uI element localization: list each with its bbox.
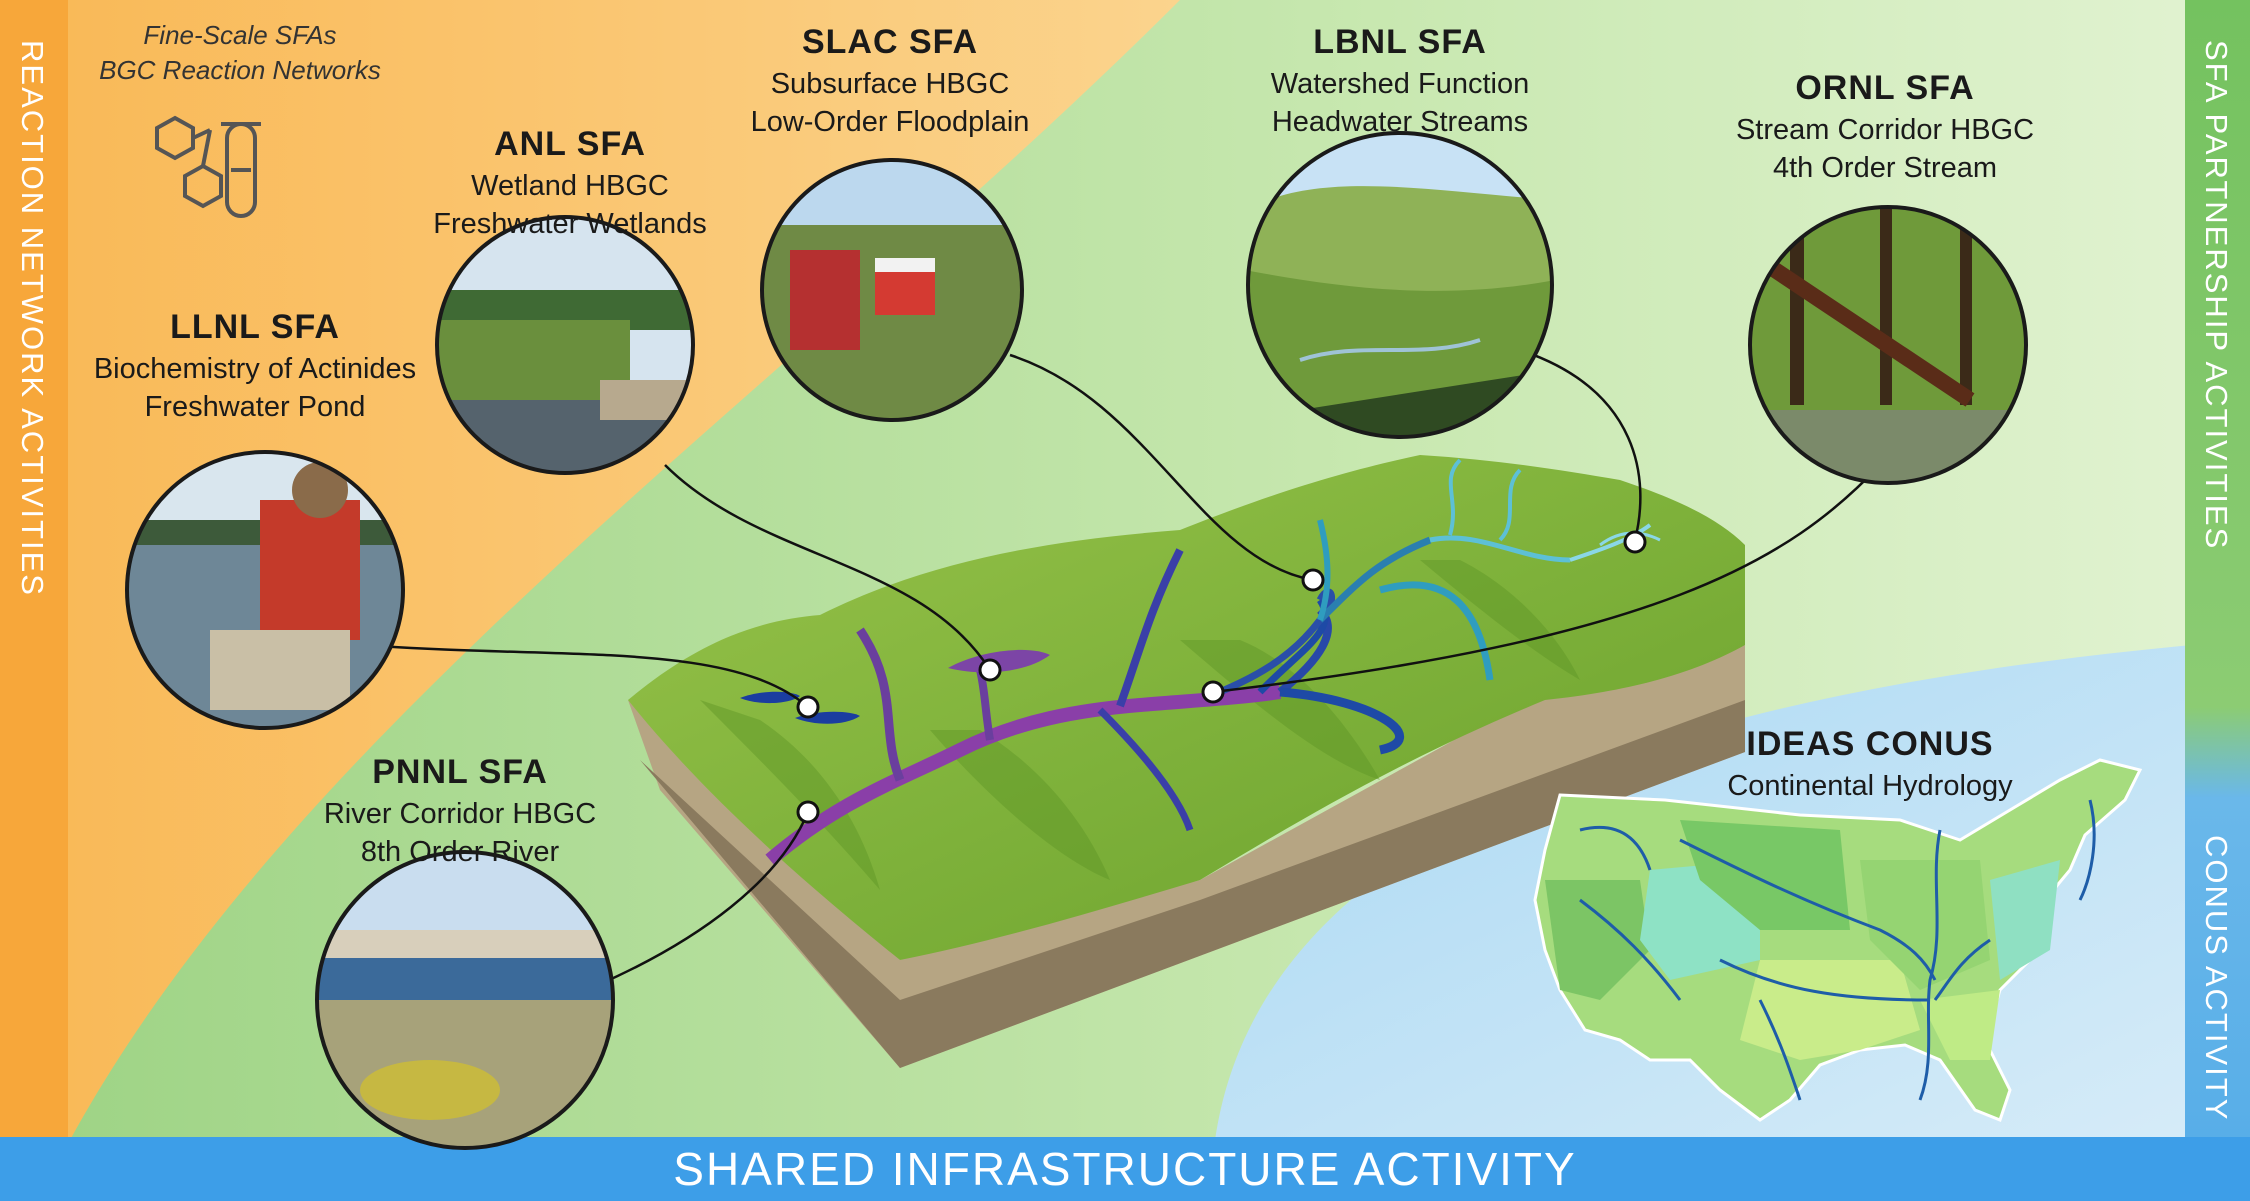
slac-marker [1301, 568, 1325, 592]
reaction-line-2: BGC Reaction Networks [99, 55, 381, 86]
sfa-partnership-label: SFA PARTNERSHIP ACTIVITIES [2199, 40, 2234, 551]
lbnl-line-1: Watershed Function [1270, 67, 1530, 100]
anl-marker [978, 658, 1002, 682]
left-bar [0, 0, 68, 1140]
conus-outline [1533, 758, 2143, 1122]
right-bar [2185, 0, 2250, 1140]
slac-title: SLAC SFA [801, 23, 979, 61]
anl-line-2: Freshwater Wetlands [433, 208, 707, 241]
llnl-marker [796, 695, 820, 719]
ornl-label: ORNL SFA Stream Corridor HBGC 4th Order … [1715, 66, 2055, 187]
slac-photo [762, 160, 1022, 420]
chemistry-flask-icon [155, 115, 261, 218]
ideas-line-1: Continental Hydrology [1727, 769, 2013, 802]
ideas-title: IDEAS CONUS [1746, 725, 1994, 763]
llnl-title: LLNL SFA [170, 308, 340, 346]
shared-infrastructure-banner: SHARED INFRASTRUCTURE ACTIVITY [0, 1137, 2250, 1201]
llnl-photo [127, 452, 403, 728]
reaction-line-1: Fine-Scale SFAs [143, 20, 337, 50]
lbnl-label: LBNL SFA Watershed Function Headwater St… [1230, 20, 1570, 141]
ideas-label: IDEAS CONUS Continental Hydrology [1700, 722, 2040, 805]
anl-title: ANL SFA [494, 125, 646, 163]
reaction-network-caption: Fine-Scale SFAs BGC Reaction Networks [70, 18, 410, 88]
llnl-line-2: Freshwater Pond [144, 391, 366, 424]
llnl-line-1: Biochemistry of Actinides [93, 352, 417, 385]
pnnl-line-2: 8th Order River [360, 836, 560, 869]
slac-label: SLAC SFA Subsurface HBGC Low-Order Flood… [720, 20, 1060, 141]
pond-patch [740, 691, 800, 704]
reaction-network-label: REACTION NETWORK ACTIVITIES [15, 40, 50, 597]
anl-label: ANL SFA Wetland HBGC Freshwater Wetlands [400, 122, 740, 243]
slac-line-1: Subsurface HBGC [770, 67, 1010, 100]
lbnl-line-2: Headwater Streams [1271, 106, 1529, 139]
ornl-marker [1201, 680, 1225, 704]
anl-line-1: Wetland HBGC [471, 169, 669, 202]
lbnl-marker [1623, 530, 1647, 554]
ornl-line-2: 4th Order Stream [1772, 152, 1998, 185]
ornl-title: ORNL SFA [1795, 69, 1975, 107]
slac-line-2: Low-Order Floodplain [750, 106, 1030, 139]
pnnl-marker [796, 800, 820, 824]
pnnl-line-1: River Corridor HBGC [323, 797, 597, 830]
block-front-face [628, 645, 1745, 1068]
lbnl-title: LBNL SFA [1313, 23, 1487, 61]
pnnl-label: PNNL SFA River Corridor HBGC 8th Order R… [290, 750, 630, 871]
ornl-line-1: Stream Corridor HBGC [1735, 113, 2035, 146]
wetland-patch [948, 649, 1050, 673]
pnnl-photo [317, 852, 613, 1148]
pnnl-title: PNNL SFA [372, 753, 548, 791]
llnl-label: LLNL SFA Biochemistry of Actinides Fresh… [70, 305, 440, 426]
conus-activity-label: CONUS ACTIVITY [2199, 835, 2234, 1122]
